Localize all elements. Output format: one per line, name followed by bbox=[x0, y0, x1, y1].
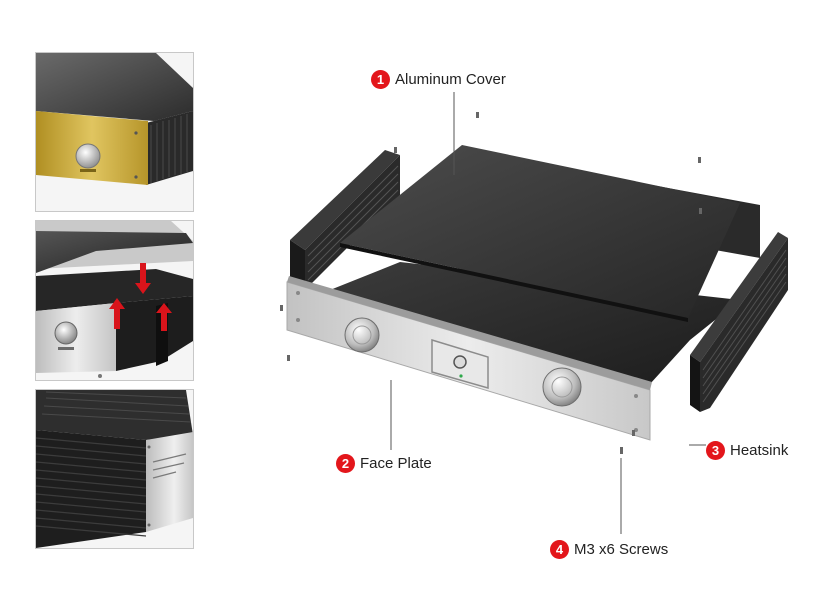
callout-number-badge: 2 bbox=[336, 454, 355, 473]
callout-label: Aluminum Cover bbox=[395, 71, 506, 88]
power-button bbox=[453, 355, 467, 369]
detail-thumbnail-gold-face bbox=[35, 52, 194, 212]
callout-number-badge: 3 bbox=[706, 441, 725, 460]
volume-knob bbox=[344, 317, 380, 353]
aluminum-cover bbox=[340, 145, 740, 322]
callout-label: M3 x6 Screws bbox=[574, 541, 669, 558]
detail-thumbnail-cover-install bbox=[35, 220, 194, 381]
face-plate bbox=[286, 276, 652, 441]
cover-install-illustration bbox=[36, 221, 193, 380]
screws bbox=[280, 112, 702, 454]
selector-knob bbox=[542, 367, 582, 407]
callout-label: Heatsink bbox=[730, 442, 789, 459]
callout-face-plate: 2 Face Plate bbox=[336, 454, 432, 473]
callout-aluminum-cover: 1 Aluminum Cover bbox=[371, 70, 506, 89]
callout-number-badge: 4 bbox=[550, 540, 569, 559]
callout-screws: 4 M3 x6 Screws bbox=[550, 540, 668, 559]
gold-enclosure-illustration bbox=[36, 53, 193, 211]
callout-heatsink: 3 Heatsink bbox=[706, 441, 788, 460]
callout-label: Face Plate bbox=[360, 455, 432, 472]
callout-number-badge: 1 bbox=[371, 70, 390, 89]
heatsink-illustration bbox=[36, 390, 193, 548]
detail-thumbnail-heatsink bbox=[35, 389, 194, 549]
left-heatsink-rail bbox=[290, 150, 400, 290]
leader-lines bbox=[390, 92, 706, 534]
right-heatsink bbox=[690, 232, 788, 412]
